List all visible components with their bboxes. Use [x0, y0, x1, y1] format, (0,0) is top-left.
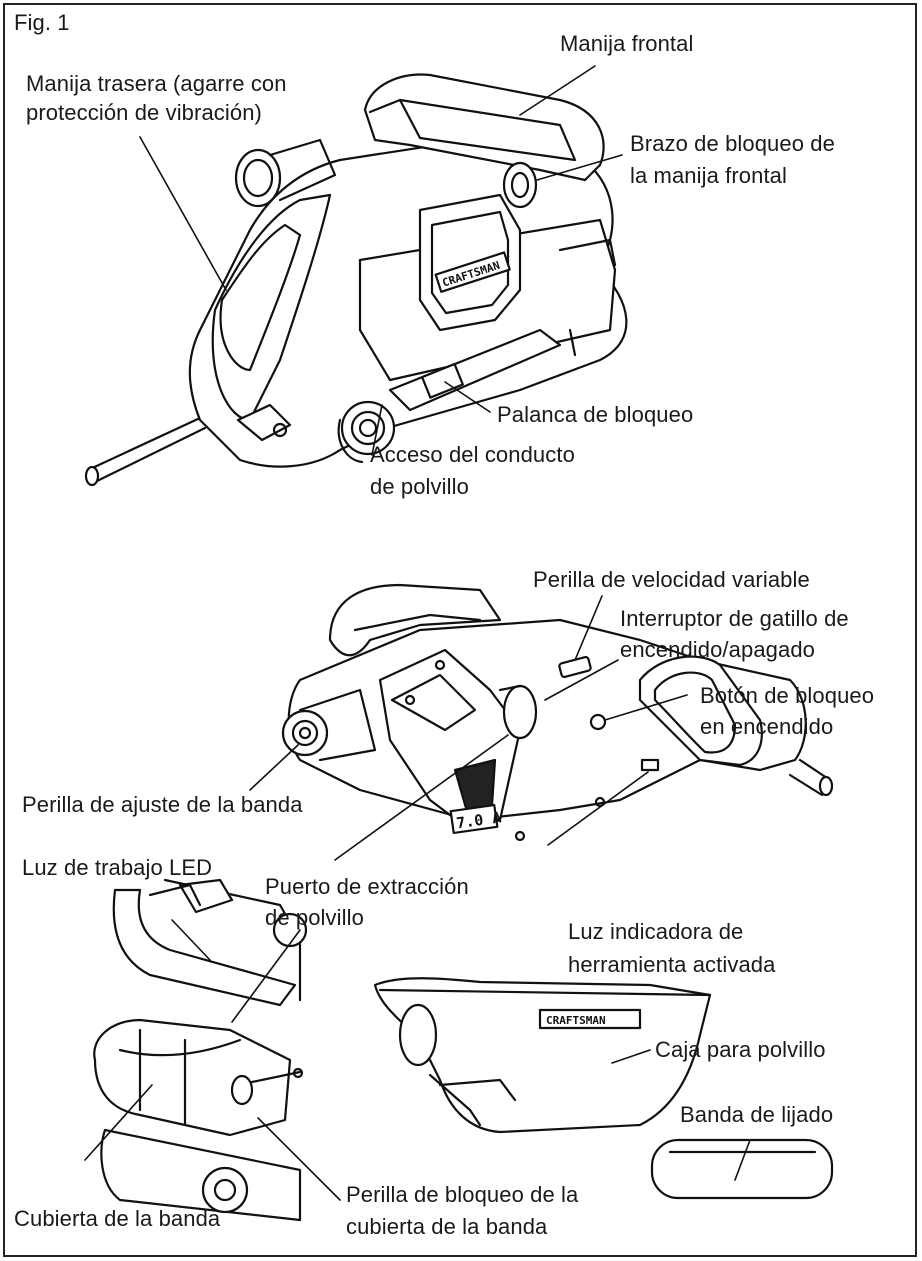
label-led-light: Luz de trabajo LED: [22, 855, 213, 880]
cover-lock-knob: [230, 1074, 254, 1106]
label-dust-access-line1: Acceso del conducto: [370, 442, 575, 467]
side-front-handle: [328, 583, 502, 657]
cover-detail: [93, 878, 308, 1222]
label-rear-handle-line1: Manija trasera (agarre con: [26, 71, 287, 96]
sanding-belt: [650, 1138, 834, 1200]
front-handle-lock-arm: [502, 161, 538, 209]
power-cord: [93, 426, 207, 484]
side-view-sander: 7.0 A: [281, 583, 834, 842]
label-front-handle-lock-line2: la manija frontal: [630, 163, 787, 188]
top-leader-lines: [139, 65, 623, 456]
figure-frame: [3, 3, 917, 1257]
label-trigger-line1: Interruptor de gatillo de: [620, 606, 849, 631]
front-handle: [363, 73, 605, 182]
figure-label: Fig. 1: [14, 10, 70, 35]
sanding-belt-loop: [650, 1138, 834, 1200]
led-light: [178, 878, 234, 914]
detail-belt-knob: [201, 1166, 249, 1214]
label-sanding-belt: Banda de lijado: [680, 1102, 834, 1127]
side-leader-lines: [249, 595, 688, 861]
label-front-handle-lock-line1: Brazo de bloqueo de: [630, 131, 835, 156]
side-grip-texture: [653, 671, 737, 754]
belt-adjust-roller: [281, 709, 329, 757]
label-indicator-line1: Luz indicadora de: [568, 919, 744, 944]
amp-badge: [449, 803, 499, 835]
dust-box-inlet: [398, 1003, 438, 1067]
label-dust-port-line2: de polvillo: [265, 905, 364, 930]
label-trigger-line2: encendido/apagado: [620, 637, 815, 662]
label-dust-port-line1: Puerto de extracción: [265, 874, 469, 899]
dust-box-logo: CRAFTSMAN: [546, 1014, 606, 1027]
dust-tube: [234, 148, 282, 208]
detail-leader-lines: [84, 919, 341, 1201]
label-speed-knob: Perilla de velocidad variable: [533, 567, 810, 592]
label-lock-lever: Palanca de bloqueo: [497, 402, 694, 427]
belt-cover: [93, 1018, 292, 1137]
detail-front-handle: [112, 888, 297, 1007]
label-cover-knob-line2: cubierta de la banda: [346, 1214, 548, 1239]
rear-handle: [211, 193, 332, 422]
label-lock-on-line2: en encendido: [700, 714, 834, 739]
lock-lever: [421, 362, 464, 399]
speed-knob: [558, 655, 592, 679]
indicator-light: [640, 758, 660, 772]
dust-extraction-port: [502, 684, 538, 740]
label-dust-access-line2: de polvillo: [370, 474, 469, 499]
lock-on-button: [589, 713, 607, 731]
label-lock-on-line1: Botón de bloqueo: [700, 683, 875, 708]
vibration-grip-texture: [219, 223, 302, 372]
rear-roller: [340, 400, 396, 456]
label-dust-box: Caja para polvillo: [655, 1037, 826, 1062]
top-view-sander: CRAFTSMAN: [84, 73, 628, 487]
dust-box: CRAFTSMAN: [373, 977, 712, 1134]
label-belt-cover: Cubierta de la banda: [14, 1206, 221, 1231]
side-rear-grip: [638, 655, 763, 767]
label-cover-knob-line1: Perilla de bloqueo de la: [346, 1182, 579, 1207]
label-belt-adjust-knob: Perilla de ajuste de la banda: [22, 792, 303, 817]
label-front-handle: Manija frontal: [560, 31, 694, 56]
label-rear-handle-line2: protección de vibración): [26, 100, 262, 125]
label-indicator-line2: herramienta activada: [568, 952, 776, 977]
